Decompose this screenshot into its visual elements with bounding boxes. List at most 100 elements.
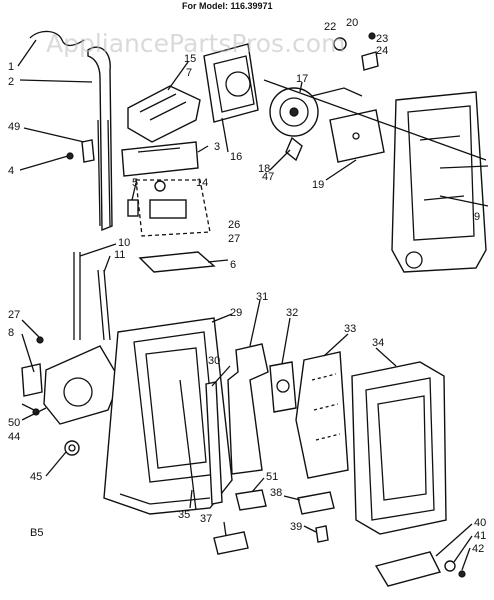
part-37 [213, 531, 249, 555]
callout-14: 14 [196, 177, 208, 189]
leader-long [263, 79, 487, 161]
callout-49: 49 [8, 121, 20, 133]
part-47 [285, 136, 303, 162]
callout-4: 4 [8, 165, 14, 177]
callout-17: 17 [296, 73, 308, 85]
part-5 [127, 199, 139, 217]
model-header: For Model: 116.39971 [182, 1, 273, 11]
part-42 [458, 570, 466, 578]
callout-45: 45 [30, 471, 42, 483]
part-10-rod [73, 252, 81, 340]
callout-39: 39 [290, 521, 302, 533]
leader-lines [17, 39, 473, 571]
callout-38: 38 [270, 487, 282, 499]
watermark: AppliancePartsPros.com [46, 29, 345, 58]
part-38 [297, 491, 335, 515]
part-pedal [374, 551, 442, 587]
callout-51: 51 [266, 471, 278, 483]
part-27-screw [36, 336, 44, 344]
door-window [377, 395, 427, 501]
part-8 [21, 363, 43, 397]
part-45-hole [68, 444, 76, 452]
part-cord [29, 30, 85, 47]
group-box [135, 179, 211, 237]
callout-41: 41 [474, 530, 486, 542]
callout-labels: 1 2 3 4 5 6 7 8 9 10 11 14 15 16 17 18 1… [8, 17, 486, 555]
part-32-hole [276, 379, 290, 393]
bag-pleats [311, 373, 341, 441]
part-motor-fan [63, 377, 93, 407]
part-39 [315, 525, 329, 543]
part-17-wire [311, 87, 363, 97]
callout-9: 9 [474, 211, 480, 223]
part-handle [87, 46, 113, 232]
part-32 [269, 361, 297, 413]
housing-inner [407, 105, 475, 241]
callout-7: 7 [186, 67, 192, 79]
callout-16: 16 [230, 151, 242, 163]
part-19 [329, 109, 385, 163]
part-11-rod [97, 269, 111, 341]
part-16-hole [225, 71, 251, 97]
callout-30: 30 [208, 355, 220, 367]
part-bag [295, 351, 349, 479]
part-6 [138, 251, 216, 273]
callout-19: 19 [312, 179, 324, 191]
part-45 [64, 440, 80, 456]
part-3-slot [137, 147, 181, 153]
callout-3: 3 [214, 141, 220, 153]
callout-35: 35 [178, 509, 190, 521]
callout-8: 8 [8, 327, 14, 339]
part-switch [81, 139, 95, 163]
part-35 [179, 379, 197, 511]
part-cover-15 [127, 85, 201, 143]
part-20 [368, 32, 376, 40]
callout-29: 29 [230, 307, 242, 319]
callout-26: 26 [228, 219, 240, 231]
part-23 [361, 51, 379, 71]
part-motor-housing [43, 345, 121, 425]
callout-22: 22 [324, 21, 336, 33]
page-code: B5 [30, 527, 43, 539]
callout-24: 24 [376, 45, 388, 57]
callout-44: 44 [8, 431, 20, 443]
part-22 [333, 37, 347, 51]
callout-11: 11 [114, 249, 125, 261]
part-cover-ribs [139, 93, 187, 121]
part-main-body [103, 317, 233, 515]
callout-34: 34 [372, 337, 384, 349]
callout-27a: 27 [228, 233, 240, 245]
callout-33: 33 [344, 323, 356, 335]
part-motor-shaft [289, 107, 299, 117]
callout-10: 10 [118, 237, 130, 249]
part-26 [149, 199, 187, 219]
callout-20: 20 [346, 17, 358, 29]
part-upper-housing [391, 91, 487, 273]
door-inner [365, 377, 435, 521]
part-30 [205, 381, 223, 505]
part-41 [444, 560, 456, 572]
callout-47: 47 [262, 171, 274, 183]
callout-23: 23 [376, 33, 388, 45]
part-14 [154, 180, 166, 192]
callout-50: 50 [8, 417, 20, 429]
callout-27b: 27 [8, 309, 20, 321]
housing-wheel [405, 251, 423, 269]
callout-32: 32 [286, 307, 298, 319]
part-door [351, 361, 447, 535]
part-31 [227, 343, 269, 475]
part-9-screws [439, 165, 489, 207]
part-16-inner [213, 55, 255, 113]
housing-ribs [419, 135, 465, 201]
callout-2: 2 [8, 76, 14, 88]
callout-15: 15 [184, 53, 196, 65]
part-3 [121, 141, 199, 177]
body-inner [145, 347, 207, 469]
callout-40: 40 [474, 517, 486, 529]
callout-31: 31 [256, 291, 268, 303]
callout-42: 42 [472, 543, 484, 555]
callout-5: 5 [132, 177, 138, 189]
part-handle-tube [97, 119, 111, 227]
callout-6: 6 [230, 259, 236, 271]
